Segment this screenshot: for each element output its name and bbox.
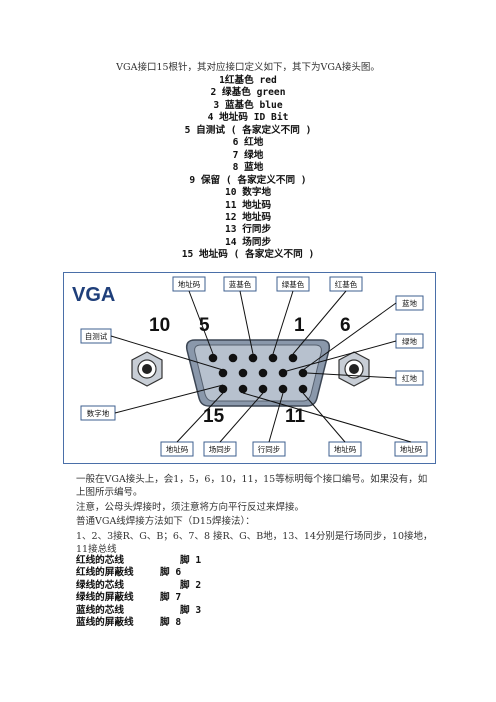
pin-number-5: 5 <box>199 315 210 336</box>
wire-pin: 脚 1 <box>180 555 202 566</box>
list-item: 红线的屏蔽线 脚 6 <box>76 567 201 579</box>
pin-item: 6 红地 <box>232 137 264 149</box>
bottom-label-vsync: 场同步 <box>209 445 232 454</box>
bottom-label-address-1: 地址码 <box>166 444 189 454</box>
wire-pin: 脚 7 <box>160 592 182 604</box>
pin-item: 11 地址码 <box>224 199 272 211</box>
wire-name: 红线的屏蔽线 <box>76 567 134 579</box>
pin-number-11: 11 <box>285 406 306 427</box>
wire-pin: 脚 2 <box>180 579 202 591</box>
list-item: 绿线的芯线 脚 2 <box>76 580 201 592</box>
pin-row-1 <box>208 353 298 363</box>
wire-pin: 脚 3 <box>180 604 202 616</box>
vga-connector-diagram: VGA 地址码 蓝基色 绿基色 红基色 自测试 数字地 蓝地 绿地 红地 地址码… <box>63 272 436 464</box>
vga-logo: VGA <box>72 284 115 306</box>
list-item: 绿线的屏蔽线 脚 7 <box>76 592 201 604</box>
wire-name: 蓝线的屏蔽线 <box>76 617 134 629</box>
right-screw-icon <box>338 351 370 387</box>
bottom-label-address-2: 地址码 <box>334 444 357 454</box>
pin-number-15: 15 <box>203 406 225 427</box>
bottom-label-hsync: 行同步 <box>258 444 281 454</box>
list-item: 蓝线的屏蔽线 脚 8 <box>76 617 201 629</box>
list-item: 红线的芯线 脚 1 <box>76 555 201 567</box>
paragraph-wiring-summary: 1、2、3接R、G、B；6、7、8 接R、G、B地，13、14分别是行场同步，1… <box>76 531 433 555</box>
top-label-green: 绿基色 <box>282 279 305 289</box>
wire-pin: 脚 6 <box>160 567 182 579</box>
pin-item: 7 绿地 <box>232 149 264 161</box>
list-item: 蓝线的芯线 脚 3 <box>76 605 201 617</box>
wire-name: 绿线的芯线 <box>76 579 124 591</box>
pin-item: 5 自测试 ( 各家定义不同 ) <box>184 124 312 136</box>
pin-item: 1红基色 red <box>219 75 277 86</box>
pin-definition-list: 1红基色 red 2 绿基色 green 3 蓝基色 blue 4 地址码 ID… <box>0 75 496 262</box>
pin-row-2 <box>218 368 308 378</box>
top-label-address: 地址码 <box>178 279 201 289</box>
top-label-red: 红基色 <box>335 279 358 289</box>
paragraph-numbering: 一般在VGA接头上，会1，5，6，10，11，15等标明每个接口编号。如果没有，… <box>76 474 428 498</box>
left-label-digital-ground: 数字地 <box>87 408 110 418</box>
pin-item: 14 场同步 <box>224 236 272 248</box>
pin-item: 12 地址码 <box>224 211 272 223</box>
left-label-selftest: 自测试 <box>85 331 108 341</box>
right-label-red-ground: 红地 <box>402 373 417 383</box>
paragraph-note: 注意，公母头焊接时，须注意将方向平行反过来焊接。 <box>76 502 305 513</box>
pin-item: 9 保留 ( 各家定义不同 ) <box>189 174 307 186</box>
top-label-blue: 蓝基色 <box>229 279 252 289</box>
pin-number-10: 10 <box>149 315 170 336</box>
pin-number-1: 1 <box>294 315 305 336</box>
pin-item: 4 地址码 ID Bit <box>207 112 289 124</box>
bottom-label-address-3: 地址码 <box>400 444 423 454</box>
paragraph-method: 普通VGA线焊接方法如下（D15焊接法）： <box>76 516 255 527</box>
pin-item: 3 蓝基色 blue <box>213 99 283 111</box>
pin-item: 15 地址码 ( 各家定义不同 ) <box>181 249 315 261</box>
wire-pin: 脚 8 <box>160 617 182 629</box>
wire-name: 绿线的屏蔽线 <box>76 592 134 604</box>
right-label-blue-ground: 蓝地 <box>402 298 417 308</box>
pin-item: 13 行同步 <box>224 224 272 236</box>
intro-text: VGA接口15根针，其对应接口定义如下，其下为VGA接头图。 <box>116 62 380 73</box>
pin-number-6: 6 <box>340 315 351 336</box>
pin-item: 10 数字地 <box>224 187 272 199</box>
pin-row-3 <box>218 384 308 394</box>
right-label-green-ground: 绿地 <box>402 336 417 346</box>
pin-item: 2 绿基色 green <box>210 87 286 99</box>
left-screw-icon <box>131 351 163 387</box>
leader-lines <box>110 290 412 443</box>
pin-item: 8 蓝地 <box>232 162 264 174</box>
wire-name: 红线的芯线 <box>76 555 124 566</box>
wire-name: 蓝线的芯线 <box>76 604 124 616</box>
wiring-list: 红线的芯线 脚 1 红线的屏蔽线 脚 6 绿线的芯线 脚 2 绿线的屏蔽线 脚 7 蓝线… <box>76 555 201 629</box>
